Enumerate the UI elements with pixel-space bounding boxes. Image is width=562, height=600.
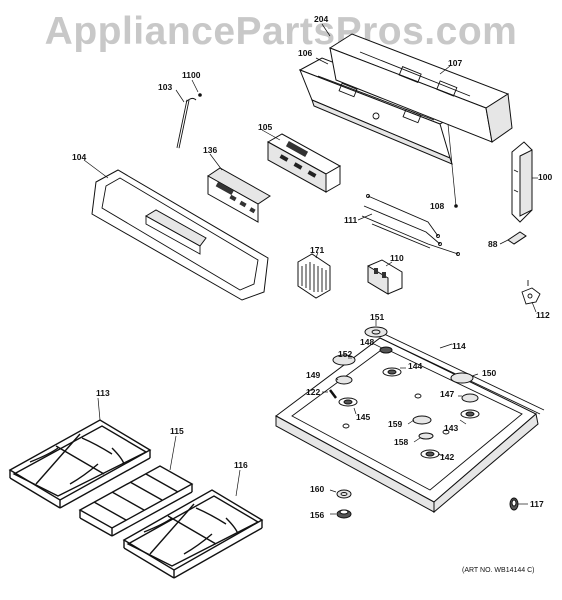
callout-1100: 1100 bbox=[182, 70, 201, 80]
callout-144: 144 bbox=[408, 361, 422, 371]
callout-145: 145 bbox=[356, 412, 370, 422]
callout-105: 105 bbox=[258, 122, 272, 132]
callout-151: 151 bbox=[370, 312, 384, 322]
callout-106: 106 bbox=[298, 48, 312, 58]
callout-110: 110 bbox=[390, 253, 404, 263]
grate-right bbox=[122, 489, 264, 579]
side-bracket bbox=[511, 141, 533, 223]
control-panel-face bbox=[91, 169, 269, 301]
callout-152: 152 bbox=[338, 349, 352, 359]
igniter-rod bbox=[176, 97, 197, 149]
callout-159: 159 bbox=[388, 419, 402, 429]
burner-head-145 bbox=[338, 397, 358, 407]
callout-149: 149 bbox=[306, 370, 320, 380]
callout-88: 88 bbox=[488, 239, 498, 249]
callout-113: 113 bbox=[96, 388, 110, 398]
callout-103: 103 bbox=[158, 82, 172, 92]
callout-150: 150 bbox=[482, 368, 496, 378]
art-number: (ART NO. WB14144 C) bbox=[462, 567, 535, 574]
callout-104: 104 bbox=[72, 152, 86, 162]
callout-204: 204 bbox=[314, 14, 328, 24]
callout-100: 100 bbox=[538, 172, 552, 182]
callout-108: 108 bbox=[430, 201, 444, 211]
callout-117: 117 bbox=[530, 499, 544, 509]
burner-head-148 bbox=[379, 346, 393, 354]
wire-harness bbox=[361, 194, 460, 256]
callout-111: 111 bbox=[344, 215, 358, 225]
part-156 bbox=[336, 509, 352, 519]
vent-grille bbox=[297, 253, 331, 299]
callout-158: 158 bbox=[394, 437, 408, 447]
burner-head-144 bbox=[382, 367, 402, 377]
burner-cap-149 bbox=[335, 375, 353, 385]
callout-142: 142 bbox=[440, 452, 454, 462]
backguard-rear-cover bbox=[328, 33, 513, 143]
keypad-overlay bbox=[207, 167, 271, 223]
burner-cap-152 bbox=[332, 354, 356, 366]
burner-cap-150 bbox=[450, 372, 474, 384]
callout-107: 107 bbox=[448, 58, 462, 68]
burner-cap-158 bbox=[418, 432, 434, 440]
part-160 bbox=[336, 489, 352, 499]
callout-115: 115 bbox=[170, 426, 184, 436]
callout-136: 136 bbox=[203, 145, 217, 155]
callout-171: 171 bbox=[310, 245, 324, 255]
grate-left bbox=[8, 419, 152, 509]
burner-cap-159 bbox=[412, 415, 432, 425]
burner-head-142 bbox=[420, 449, 440, 459]
control-board bbox=[266, 133, 342, 193]
leader-lines bbox=[83, 23, 538, 515]
terminal-block bbox=[367, 259, 403, 295]
part-117 bbox=[509, 497, 519, 511]
callout-147: 147 bbox=[440, 389, 454, 399]
callout-114: 114 bbox=[452, 341, 466, 351]
callout-160: 160 bbox=[310, 484, 324, 494]
callout-112: 112 bbox=[536, 310, 550, 320]
screw-1100 bbox=[198, 93, 202, 97]
grate-center bbox=[78, 465, 194, 537]
callout-156: 156 bbox=[310, 510, 324, 520]
bushing-88 bbox=[507, 231, 527, 245]
clip-112 bbox=[521, 280, 541, 305]
electrode-122 bbox=[329, 389, 337, 399]
callout-116: 116 bbox=[234, 460, 248, 470]
callout-148: 148 bbox=[360, 337, 374, 347]
burner-cap-151 bbox=[364, 326, 388, 338]
burner-head-143 bbox=[460, 409, 480, 419]
burner-cap-147 bbox=[461, 393, 479, 403]
callout-122: 122 bbox=[306, 387, 320, 397]
callout-143: 143 bbox=[444, 423, 458, 433]
